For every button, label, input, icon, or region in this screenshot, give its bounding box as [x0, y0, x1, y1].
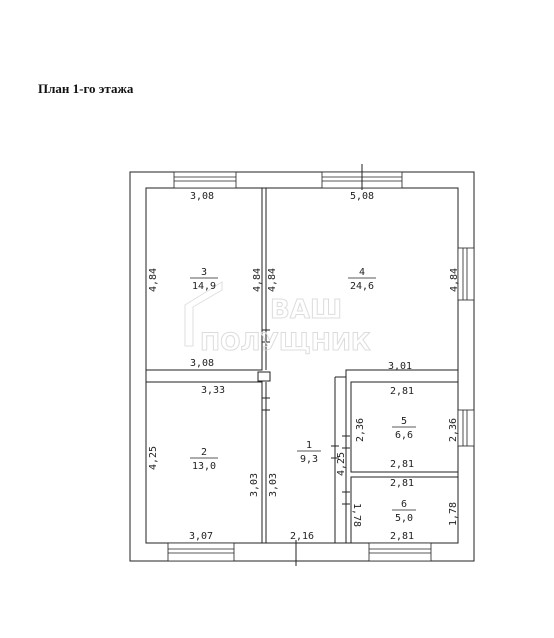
- room-3-label: 3 14,9: [190, 267, 218, 292]
- room-5-label: 5 6,6: [392, 416, 416, 441]
- dim-r4-right: 4,84: [449, 268, 460, 292]
- room-number: 3: [201, 267, 207, 278]
- room-1-label: 1 9,3: [297, 440, 321, 465]
- dim-r3-left: 4,84: [148, 268, 159, 292]
- dimensions: 3,08 4,84 4,84 3,08 5,08 4,84 4,84 3,01 …: [148, 191, 460, 542]
- dim-r6-right: 1,78: [448, 502, 459, 526]
- dim-r4-left: 4,84: [267, 268, 278, 292]
- dim-r1-bottom: 2,16: [290, 531, 314, 542]
- dim-r1-left: 3,03: [268, 473, 279, 497]
- dim-r3-top: 3,08: [190, 191, 214, 202]
- room-labels: 3 14,9 4 24,6 2 13,0 1 9,3 5 6,6 6 5,0: [190, 267, 416, 524]
- room-number: 1: [306, 440, 312, 451]
- room-number: 5: [401, 416, 407, 427]
- room-number: 4: [359, 267, 365, 278]
- room-2-label: 2 13,0: [190, 447, 218, 472]
- dim-r2-left: 4,25: [148, 446, 159, 470]
- dim-r3-right: 4,84: [252, 268, 263, 292]
- dim-r6-top: 2,81: [390, 478, 414, 489]
- dim-r4-bottom: 3,01: [388, 361, 412, 372]
- room-area: 14,9: [192, 281, 216, 292]
- room-4-label: 4 24,6: [348, 267, 376, 292]
- window-room-3: [173, 171, 237, 189]
- dim-r5-top: 2,81: [390, 386, 414, 397]
- window-room-5-right: [457, 409, 475, 447]
- room-area: 5,0: [395, 513, 413, 524]
- dim-r6-bottom: 2,81: [390, 531, 414, 542]
- window-room-4-right: [457, 247, 475, 301]
- dim-r2-right: 3,03: [249, 473, 260, 497]
- room-number: 2: [201, 447, 207, 458]
- watermark-logo-icon: [184, 281, 223, 347]
- dim-r2-top: 3,33: [201, 385, 225, 396]
- dim-r2-bottom: 3,07: [189, 531, 213, 542]
- room-number: 6: [401, 499, 407, 510]
- room-6-label: 6 5,0: [392, 499, 416, 524]
- dim-r3-bottom: 3,08: [190, 358, 214, 369]
- dim-r5-bottom: 2,81: [390, 459, 414, 470]
- watermark-line1: ВАШ: [270, 295, 342, 325]
- axis-ticks: [295, 164, 363, 566]
- watermark-line2: ПОЛУЩНИК: [200, 328, 371, 356]
- dim-r5-right: 2,36: [448, 418, 459, 442]
- room-area: 13,0: [192, 461, 216, 472]
- watermark: ВАШ ПОЛУЩНИК: [184, 281, 371, 357]
- column: [257, 371, 271, 382]
- room-area: 9,3: [300, 454, 318, 465]
- dim-r4-top: 5,08: [350, 191, 374, 202]
- room-area: 6,6: [395, 430, 413, 441]
- room-4-outline: [266, 187, 459, 378]
- dim-r6-left: 1,78: [351, 503, 362, 527]
- dim-r5-left: 2,36: [355, 418, 366, 442]
- window-room-2: [167, 542, 235, 562]
- dim-r1-right: 4,25: [336, 452, 347, 476]
- outer-walls: [129, 171, 475, 562]
- room-area: 24,6: [350, 281, 374, 292]
- page-title: План 1-го этажа: [38, 81, 134, 96]
- window-room-6: [368, 542, 432, 562]
- door-marks: [262, 329, 350, 505]
